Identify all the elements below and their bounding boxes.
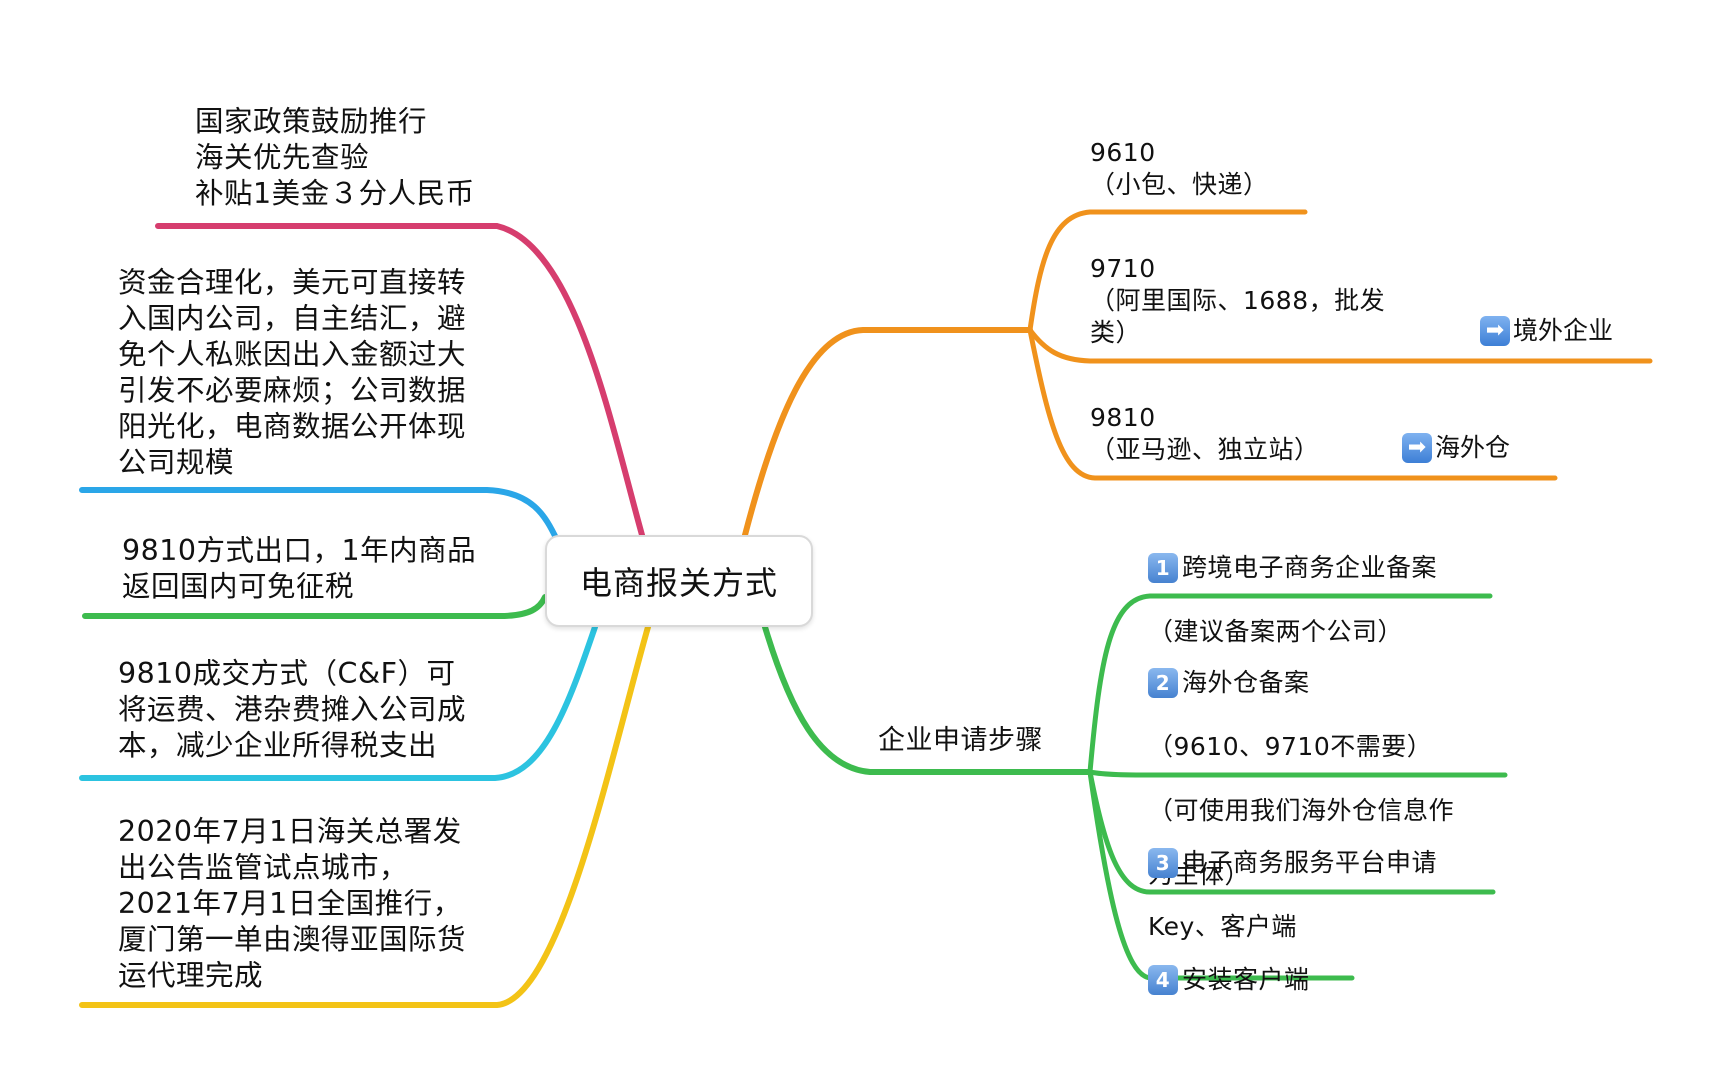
connector-green-2: [1087, 769, 1508, 778]
step-3[interactable]: 3 电子商务服务平台申请 Key、客户端: [1148, 815, 1437, 975]
left-node-funds[interactable]: 资金合理化，美元可直接转 入国内公司，自主结汇，避 免个人私账因出入金额过大 引…: [118, 266, 467, 479]
step-2-line-2: （9610、9710不需要）: [1148, 732, 1433, 761]
tag-overseas-warehouse[interactable]: ➡ 海外仓: [1402, 432, 1510, 464]
connector-orange-2: [1027, 327, 1653, 364]
connector-green-4: [1087, 769, 1355, 981]
connector-left-4: [79, 624, 598, 781]
connector-orange-3: [1027, 327, 1558, 481]
step-1-line-1: 跨境电子商务企业备案: [1182, 553, 1438, 582]
step-3-line-1: 电子商务服务平台申请: [1182, 848, 1438, 877]
tag-overseas-enterprise[interactable]: ➡ 境外企业: [1480, 315, 1613, 347]
step-1[interactable]: 1 跨境电子商务企业备案 （建议备案两个公司）: [1148, 520, 1437, 680]
tag-overseas-enterprise-label: 境外企业: [1513, 316, 1614, 345]
connector-left-1: [155, 223, 645, 538]
step-1-line-2: （建议备案两个公司）: [1148, 617, 1404, 646]
step-3-line-2: Key、客户端: [1148, 912, 1297, 941]
number-one-icon: 1: [1148, 553, 1178, 583]
left-node-timeline[interactable]: 2020年7月1日海关总署发 出公告监管试点城市， 2021年7月1日全国推行，…: [118, 815, 467, 992]
number-four-icon: 4: [1148, 965, 1178, 995]
connector-left-2: [79, 487, 560, 543]
step-4[interactable]: 4 安装客户端: [1148, 932, 1310, 1028]
connector-left-5: [79, 624, 651, 1008]
connector-left-3: [82, 594, 548, 619]
left-node-9810-return[interactable]: 9810方式出口，1年内商品 返回国内可免征税: [122, 534, 477, 603]
connector-orange-trunk: [742, 327, 1033, 538]
connector-green-trunk: [762, 624, 1093, 775]
left-node-policy[interactable]: 国家政策鼓励推行 海关优先查验 补贴1美金３分人民币: [195, 105, 475, 210]
connector-orange-1: [1027, 209, 1308, 333]
connector-green-1: [1087, 593, 1493, 775]
center-node-label: 电商报关方式: [579, 564, 778, 602]
step-2-line-1: 海外仓备案: [1182, 668, 1310, 697]
number-two-icon: 2: [1148, 668, 1178, 698]
tag-overseas-warehouse-label: 海外仓: [1435, 433, 1511, 462]
orange-node-9610[interactable]: 9610 （小包、快递）: [1090, 138, 1269, 199]
green-node-steps-label[interactable]: 企业申请步骤: [878, 725, 1043, 756]
step-2-line-3: （可使用我们海外仓信息作: [1148, 796, 1455, 825]
right-arrow-icon: ➡: [1402, 433, 1432, 463]
left-node-9810-cf[interactable]: 9810成交方式（C&F）可 将运费、港杂费摊入公司成 本，减少企业所得税支出: [118, 657, 467, 762]
orange-node-9810[interactable]: 9810 （亚马逊、独立站）: [1090, 403, 1320, 464]
number-three-icon: 3: [1148, 848, 1178, 878]
step-4-line-1: 安装客户端: [1182, 965, 1310, 994]
orange-node-9710[interactable]: 9710 （阿里国际、1688，批发 类）: [1090, 254, 1386, 347]
center-node[interactable]: 电商报关方式: [545, 535, 813, 627]
right-arrow-icon: ➡: [1480, 316, 1510, 346]
